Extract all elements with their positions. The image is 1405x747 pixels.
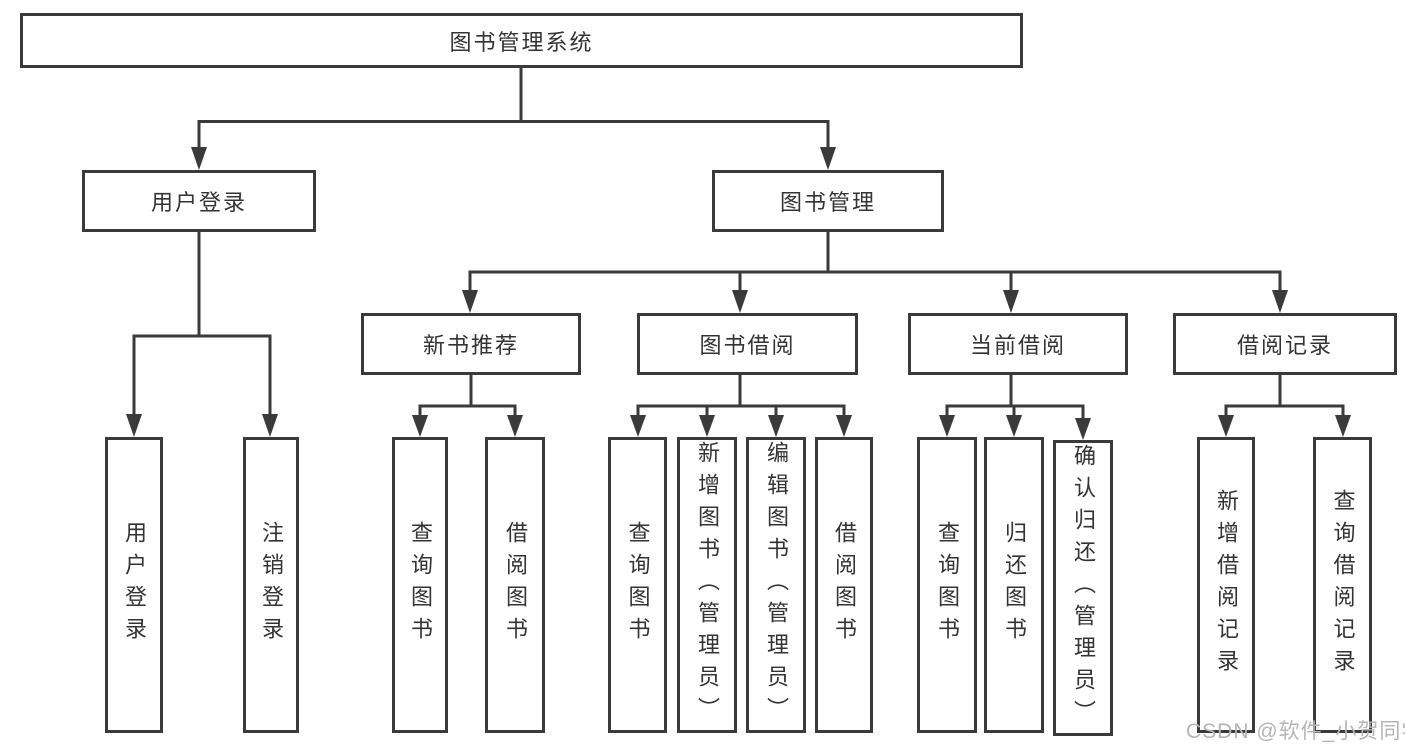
arrow-down-icon bbox=[820, 147, 836, 170]
arrow-down-icon bbox=[412, 415, 428, 437]
arrowheads bbox=[126, 147, 1351, 440]
arrow-down-icon bbox=[1075, 418, 1091, 440]
leaf-query-books-2: 查询图书 bbox=[608, 437, 667, 733]
node-user-login: 用户登录 bbox=[82, 170, 316, 232]
arrow-down-icon bbox=[1272, 290, 1288, 313]
connector-group-book-management bbox=[468, 232, 1282, 292]
leaf-add-borrow-record-label: 新增借阅记录 bbox=[1214, 489, 1239, 681]
node-current-borrowing-label: 当前借阅 bbox=[969, 333, 1066, 358]
leaf-borrow-books-1-label: 借阅图书 bbox=[503, 521, 528, 649]
leaf-query-books-1-label: 查询图书 bbox=[408, 521, 433, 649]
leaf-query-borrow-record-label: 查询借阅记录 bbox=[1330, 489, 1356, 681]
leaf-return-books: 归还图书 bbox=[984, 437, 1044, 733]
arrow-down-icon bbox=[630, 415, 646, 437]
leaf-confirm-return-admin: 确认归还（管理员） bbox=[1053, 440, 1113, 736]
node-borrowing-records: 借阅记录 bbox=[1173, 313, 1397, 375]
node-new-book-recommend: 新书推荐 bbox=[361, 313, 581, 375]
arrow-down-icon bbox=[768, 415, 784, 437]
node-book-borrowing-label: 图书借阅 bbox=[699, 333, 796, 358]
arrow-down-icon bbox=[732, 290, 748, 313]
leaf-confirm-return-admin-label: 确认归还（管理员） bbox=[1071, 444, 1096, 732]
leaf-query-books-1: 查询图书 bbox=[392, 437, 448, 733]
node-book-management: 图书管理 bbox=[712, 170, 944, 232]
arrow-down-icon bbox=[462, 290, 478, 313]
leaf-return-books-label: 归还图书 bbox=[1002, 521, 1027, 649]
arrow-down-icon bbox=[836, 415, 852, 437]
arrow-down-icon bbox=[939, 415, 955, 437]
node-new-book-recommend-label: 新书推荐 bbox=[422, 333, 519, 358]
leaf-add-books-admin: 新增图书（管理员） bbox=[677, 437, 737, 733]
node-book-borrowing: 图书借阅 bbox=[637, 313, 858, 375]
leaf-borrow-books-1: 借阅图书 bbox=[485, 437, 545, 733]
leaf-borrow-books-2-label: 借阅图书 bbox=[832, 521, 857, 649]
leaf-add-books-admin-label: 新增图书（管理员） bbox=[695, 441, 720, 729]
arrow-down-icon bbox=[1335, 415, 1351, 437]
node-root: 图书管理系统 bbox=[20, 13, 1023, 68]
arrow-down-icon bbox=[262, 414, 278, 437]
leaf-query-books-3: 查询图书 bbox=[917, 437, 977, 733]
arrow-down-icon bbox=[126, 414, 142, 437]
node-root-label: 图书管理系统 bbox=[449, 29, 594, 55]
arrow-down-icon bbox=[1006, 415, 1022, 437]
leaf-edit-books-admin: 编辑图书（管理员） bbox=[746, 437, 806, 733]
arrow-down-icon bbox=[699, 415, 715, 437]
arrow-down-icon bbox=[1003, 290, 1019, 313]
arrow-down-icon bbox=[1218, 415, 1234, 437]
connector-group-level3 bbox=[418, 375, 1345, 421]
leaf-edit-books-admin-label: 编辑图书（管理员） bbox=[764, 441, 789, 729]
connector-group-user-login bbox=[132, 232, 272, 416]
connector-group-root bbox=[197, 68, 830, 150]
arrow-down-icon bbox=[191, 147, 207, 170]
leaf-query-books-3-label: 查询图书 bbox=[935, 521, 960, 649]
leaf-user-login: 用户登录 bbox=[105, 437, 163, 733]
node-current-borrowing: 当前借阅 bbox=[908, 313, 1128, 375]
node-borrowing-records-label: 借阅记录 bbox=[1236, 333, 1333, 358]
leaf-add-borrow-record: 新增借阅记录 bbox=[1197, 437, 1255, 733]
node-user-login-label: 用户登录 bbox=[150, 190, 247, 215]
leaf-logout-label: 注销登录 bbox=[259, 521, 284, 649]
node-book-management-label: 图书管理 bbox=[779, 190, 876, 215]
leaf-query-books-2-label: 查询图书 bbox=[625, 521, 651, 649]
leaf-borrow-books-2: 借阅图书 bbox=[815, 437, 873, 733]
arrow-down-icon bbox=[507, 415, 523, 437]
leaf-logout: 注销登录 bbox=[243, 437, 299, 733]
csdn-watermark: CSDN @软件_小贺同学 bbox=[1186, 720, 1405, 743]
leaf-query-borrow-record: 查询借阅记录 bbox=[1313, 437, 1372, 733]
leaf-user-login-label: 用户登录 bbox=[122, 521, 147, 649]
